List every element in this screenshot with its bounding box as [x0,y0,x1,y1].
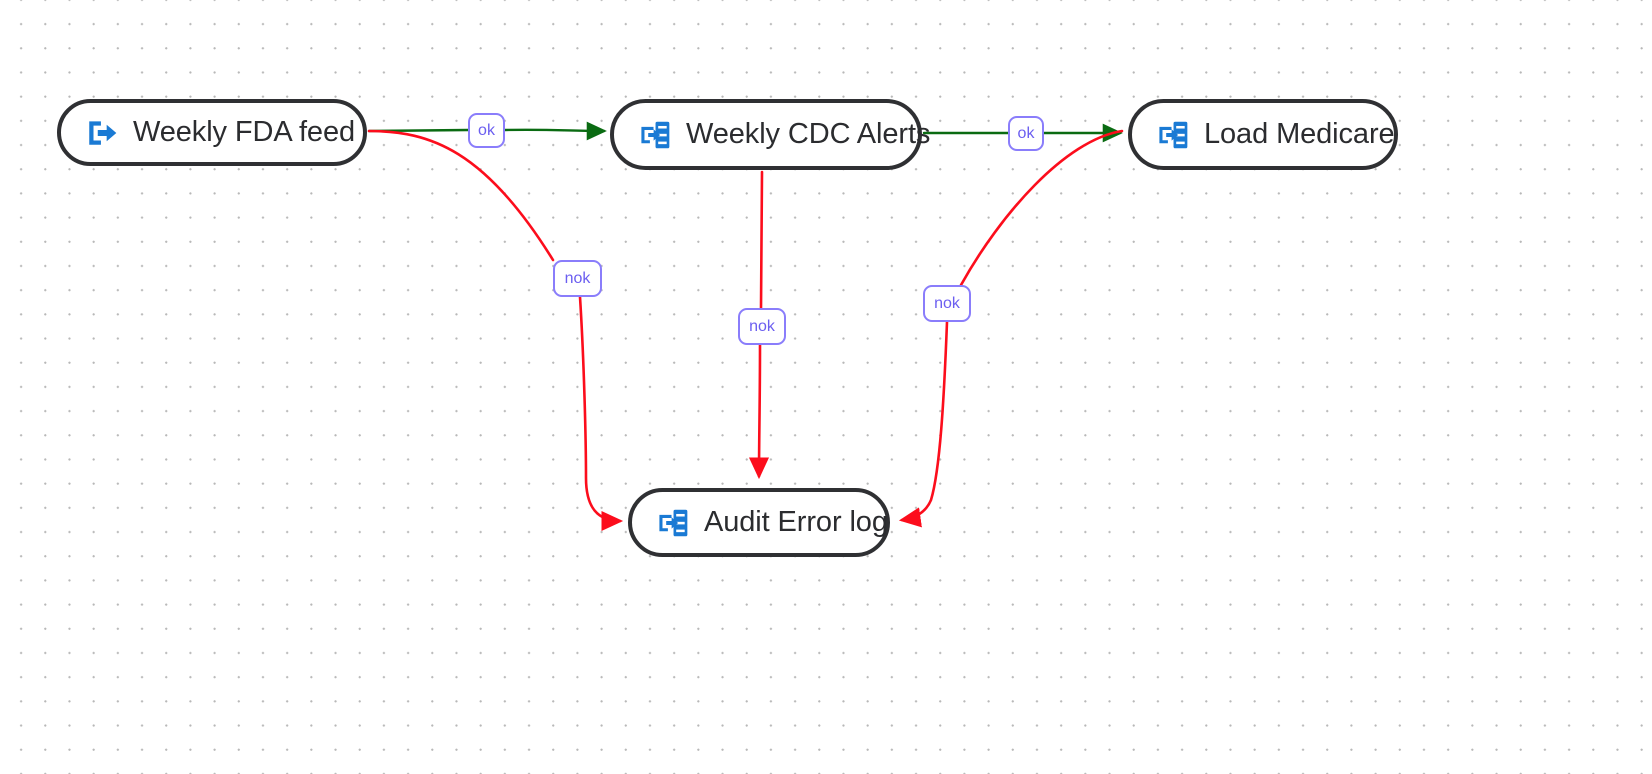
export-arrow-icon [85,116,119,150]
node-weekly-fda-feed[interactable]: Weekly FDA feed [57,99,367,166]
edge-label-cdc-nok-audit[interactable]: nok [738,308,786,345]
node-weekly-cdc-alerts[interactable]: Weekly CDC Alerts [610,99,930,170]
edge-cdc-nok-audit [759,170,764,310]
node-audit-error-log[interactable]: Audit Error log [628,488,890,557]
node-label: Weekly CDC Alerts [686,118,931,150]
task-list-arrow-icon [656,506,690,540]
edge-label-fda-ok-cdc[interactable]: ok [468,113,505,148]
edge-fda-ok-cdc [503,121,607,141]
edge-fda-nok-audit [367,129,555,262]
edge-label-medicare-nok-audit[interactable]: nok [923,285,971,322]
node-label: Load Medicare [1204,118,1395,150]
node-label: Weekly FDA feed [133,116,356,148]
node-label: Audit Error log [704,506,888,538]
task-list-arrow-icon [638,118,672,152]
node-load-medicare[interactable]: Load Medicare [1128,99,1398,170]
edge-medicare-nok-audit [959,129,1124,287]
edge-label-cdc-ok-medicare[interactable]: ok [1008,116,1044,151]
edge-fda-ok-cdc [367,128,470,133]
edge-label-fda-nok-audit[interactable]: nok [553,260,602,297]
task-list-arrow-icon [1156,118,1190,152]
edge-medicare-nok-audit [898,320,949,528]
edge-cdc-nok-audit [748,343,770,480]
edge-fda-nok-audit [578,295,624,532]
